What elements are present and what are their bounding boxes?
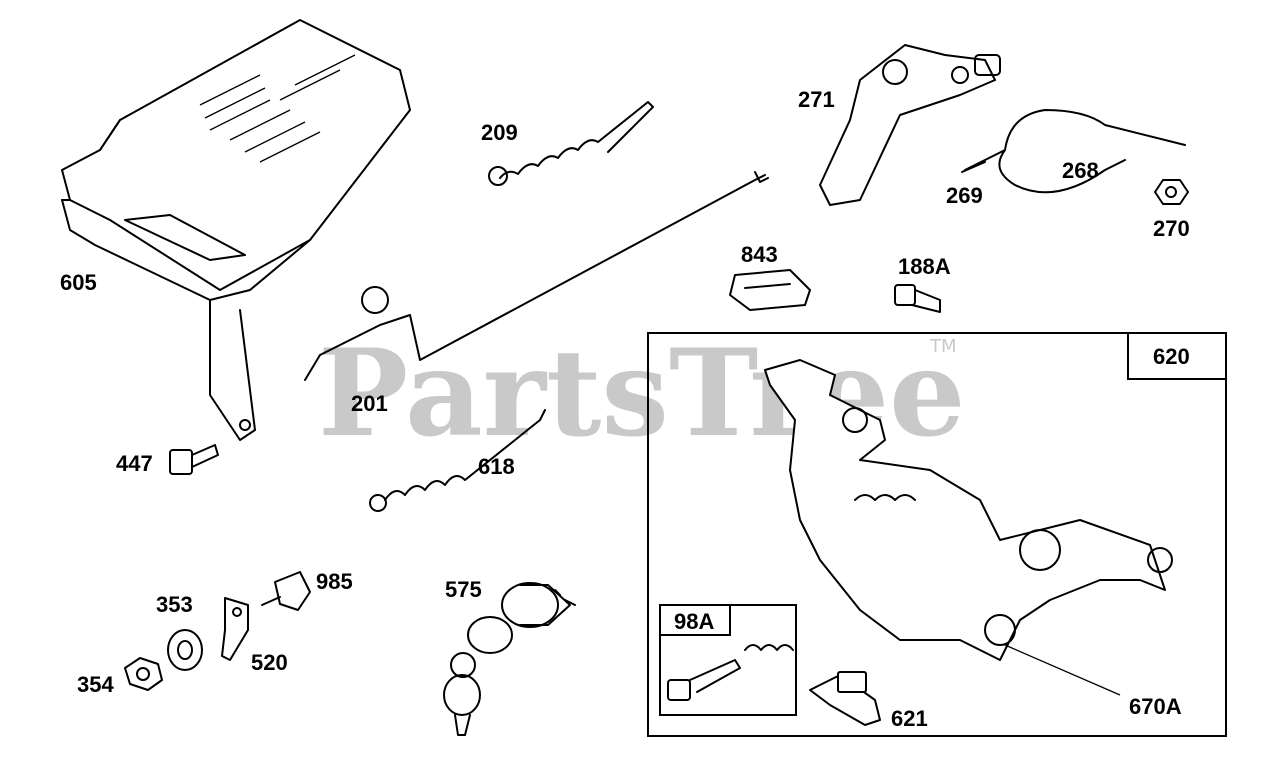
callout-354[interactable]: 354 xyxy=(77,672,114,697)
callout-618[interactable]: 618 xyxy=(478,454,515,479)
callout-620[interactable]: 620 xyxy=(1153,344,1190,369)
callout-201[interactable]: 201 xyxy=(351,391,388,416)
nut-270[interactable] xyxy=(1154,179,1189,205)
clip-843[interactable] xyxy=(729,269,811,311)
callout-271[interactable]: 271 xyxy=(798,87,835,112)
washer-353[interactable] xyxy=(167,629,203,671)
spring-618[interactable] xyxy=(369,409,546,512)
cable-268[interactable] xyxy=(964,109,1186,194)
nut-354[interactable] xyxy=(124,657,163,691)
callout-670A[interactable]: 670A xyxy=(1129,694,1182,719)
spring-209[interactable] xyxy=(488,101,654,186)
switch-985[interactable] xyxy=(261,571,311,611)
cable-end-269[interactable] xyxy=(961,161,986,173)
callout-188A[interactable]: 188A xyxy=(898,254,951,279)
control-panel-cover-605[interactable] xyxy=(61,19,411,441)
callout-605[interactable]: 605 xyxy=(60,270,97,295)
callout-843[interactable]: 843 xyxy=(741,242,778,267)
clip-621[interactable] xyxy=(809,671,881,726)
callout-268[interactable]: 268 xyxy=(1062,158,1099,183)
screw-188A[interactable] xyxy=(894,284,941,313)
callout-621[interactable]: 621 xyxy=(891,706,928,731)
callout-269[interactable]: 269 xyxy=(946,183,983,208)
bracket-271[interactable] xyxy=(819,44,1001,206)
callout-209[interactable]: 209 xyxy=(481,120,518,145)
bracket-520[interactable] xyxy=(221,597,249,661)
callout-447[interactable]: 447 xyxy=(116,451,153,476)
callout-270[interactable]: 270 xyxy=(1153,216,1190,241)
callout-520[interactable]: 520 xyxy=(251,650,288,675)
rod-201[interactable] xyxy=(304,171,769,381)
callout-575[interactable]: 575 xyxy=(445,577,482,602)
watermark-tm: TM xyxy=(929,336,957,357)
screw-447[interactable] xyxy=(169,444,219,475)
assembly-box-620[interactable] xyxy=(647,332,1227,737)
callout-98A[interactable]: 98A xyxy=(674,609,714,634)
ignition-switch-575[interactable] xyxy=(443,582,576,736)
callout-985[interactable]: 985 xyxy=(316,569,353,594)
callout-353[interactable]: 353 xyxy=(156,592,193,617)
kit-box-98A[interactable] xyxy=(659,604,797,716)
